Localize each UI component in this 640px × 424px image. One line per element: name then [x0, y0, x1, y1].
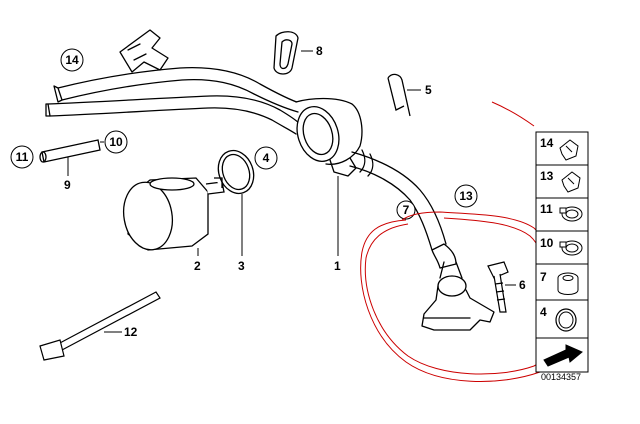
svg-text:11: 11 — [540, 202, 553, 216]
circle-label-14: 14 — [60, 48, 84, 72]
label-part-8: 8 — [316, 44, 323, 58]
label-part-6: 6 — [519, 278, 526, 292]
side-parts-panel: 14 13 11 10 7 4 — [535, 131, 589, 373]
svg-text:14: 14 — [65, 53, 79, 67]
circled-labels: 14 11 10 4 7 13 — [10, 48, 478, 220]
svg-text:10: 10 — [109, 135, 123, 149]
gasket-part-8 — [273, 31, 299, 75]
side-cell-11: 11 — [540, 202, 583, 222]
side-cell-7: 7 — [540, 270, 579, 295]
filler-pipe-assembly — [45, 29, 495, 331]
label-part-12: 12 — [124, 325, 138, 339]
svg-text:7: 7 — [540, 270, 547, 284]
plain-labels: 8 5 9 2 3 1 6 12 — [64, 44, 526, 339]
hose-9 — [39, 139, 101, 163]
svg-text:13: 13 — [540, 169, 554, 183]
label-part-1: 1 — [334, 259, 341, 273]
leader-lines — [67, 50, 516, 333]
svg-text:10: 10 — [540, 236, 554, 250]
svg-text:13: 13 — [459, 189, 473, 203]
svg-text:4: 4 — [263, 151, 270, 165]
label-part-9: 9 — [64, 178, 71, 192]
circle-label-7: 7 — [396, 200, 416, 220]
label-part-2: 2 — [194, 259, 201, 273]
svg-text:14: 14 — [540, 136, 554, 150]
filter-part-2 — [122, 177, 225, 251]
clip-part-5 — [387, 73, 411, 117]
side-cell-14: 14 — [540, 136, 579, 161]
circle-label-10: 10 — [104, 130, 128, 154]
bolt-part-6 — [487, 261, 509, 313]
label-part-3: 3 — [238, 259, 245, 273]
circle-label-13: 13 — [454, 184, 478, 208]
circle-label-4: 4 — [254, 146, 278, 170]
side-cell-4: 4 — [540, 305, 577, 332]
o-ring-part-3 — [217, 149, 255, 195]
circle-label-11: 11 — [10, 145, 34, 169]
label-part-5: 5 — [425, 83, 432, 97]
svg-text:11: 11 — [16, 150, 29, 164]
svg-text:7: 7 — [403, 203, 410, 217]
cable-tie-part-12 — [39, 291, 161, 361]
direction-arrow-icon — [543, 344, 583, 367]
svg-text:4: 4 — [540, 305, 547, 319]
side-cell-13: 13 — [540, 169, 581, 193]
diagram-id: 00134357 — [541, 372, 581, 382]
side-cell-10: 10 — [540, 236, 583, 256]
